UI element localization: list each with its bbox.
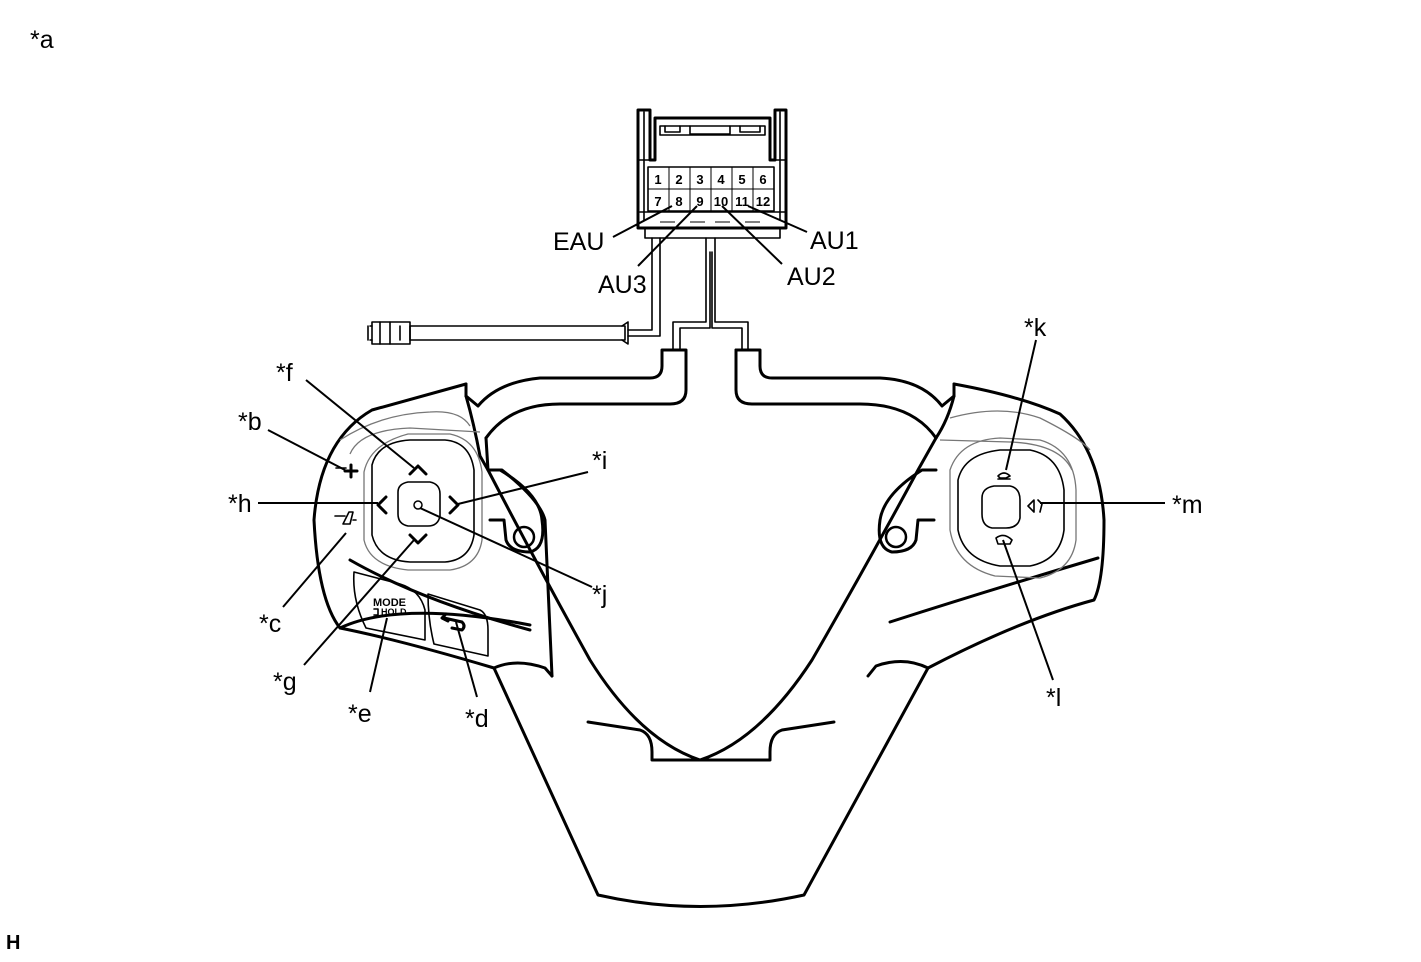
- callout-c: *c: [259, 610, 281, 638]
- pin-4: 4: [717, 172, 725, 187]
- pin-11: 11: [735, 194, 749, 209]
- terminal-eau-label: EAU: [553, 228, 604, 256]
- pin-2: 2: [675, 172, 682, 187]
- pin-12: 12: [756, 194, 770, 209]
- connector: 1 2 3 4 5 6 7 8 9 10 11 12: [636, 108, 788, 239]
- callout-f: *f: [276, 359, 293, 387]
- callout-i: *i: [592, 447, 607, 475]
- callout-b: *b: [238, 408, 262, 436]
- callout-h: *h: [228, 490, 252, 518]
- callout-d: *d: [465, 705, 489, 733]
- terminal-au3-label: AU3: [598, 271, 647, 299]
- callout-leaders: [258, 339, 1165, 698]
- callout-m: *m: [1172, 491, 1203, 519]
- mode-button-label: MODE: [373, 597, 406, 609]
- callout-g: *g: [273, 668, 297, 696]
- steering-pad: MODE HOLD: [312, 348, 1106, 908]
- terminal-au2-label: AU2: [787, 263, 836, 291]
- callout-k: *k: [1024, 314, 1047, 342]
- pin-8: 8: [675, 194, 682, 209]
- wire-harness: [367, 237, 749, 351]
- pin-7: 7: [654, 194, 661, 209]
- hold-button-label: HOLD: [381, 607, 407, 617]
- pin-3: 3: [696, 172, 703, 187]
- callout-l: *l: [1046, 684, 1061, 712]
- pin-10: 10: [714, 194, 728, 209]
- corner-label: *a: [30, 26, 54, 54]
- callout-e: *e: [348, 700, 372, 728]
- callout-j: *j: [592, 581, 607, 609]
- pin-9: 9: [696, 194, 703, 209]
- pin-1: 1: [654, 172, 661, 187]
- footer-mark: H: [6, 932, 20, 954]
- terminal-au1-label: AU1: [810, 227, 859, 255]
- pin-5: 5: [738, 172, 745, 187]
- pin-6: 6: [759, 172, 766, 187]
